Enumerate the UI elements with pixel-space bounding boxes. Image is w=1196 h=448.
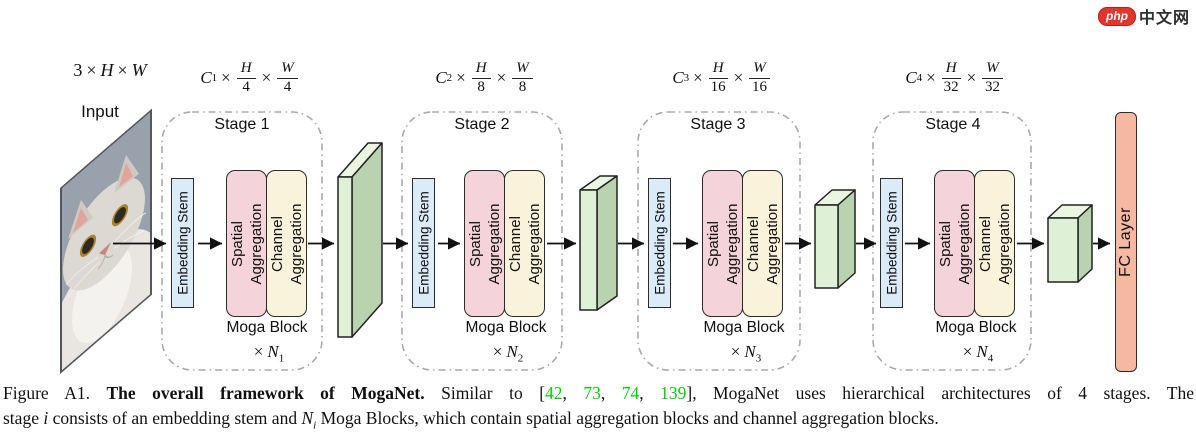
stage4-moga-block-label: Moga Block xyxy=(935,319,1017,336)
caption-citation-2: 73 xyxy=(583,383,601,403)
stage3-embedding-stem: Embedding Stem xyxy=(648,178,671,308)
stage3-repeat-count: ×N3 xyxy=(730,342,762,365)
stage4-repeat-count: ×N4 xyxy=(962,342,994,365)
php-logo-badge: php xyxy=(1097,6,1136,26)
stage2-moga-block-label: Moga Block xyxy=(465,319,547,336)
stage2-title: Stage 2 xyxy=(454,116,510,133)
input-label: Input xyxy=(81,102,119,121)
caption-line-2: stage i consists of an embedding stem an… xyxy=(3,408,939,432)
caption-citation-3: 74 xyxy=(621,383,640,403)
feature-map-4 xyxy=(1047,204,1093,283)
caption-citation-1: 42 xyxy=(545,383,563,403)
caption-bold-title: The overall framework of MogaNet. xyxy=(106,383,425,403)
caption-figure-label: Figure A1. xyxy=(3,383,107,403)
fc-layer: FC Layer xyxy=(1115,112,1137,372)
stage1-embedding-stem: Embedding Stem xyxy=(171,178,194,308)
input-dims-label: 3×H×W xyxy=(73,60,147,80)
stage4-title: Stage 4 xyxy=(925,116,981,133)
stage2-repeat-count: ×N2 xyxy=(492,342,524,365)
stage3-moga-block-label: Moga Block xyxy=(703,319,785,336)
feature-map-1 xyxy=(337,142,383,338)
stage3-title: Stage 3 xyxy=(690,116,746,133)
site-logo-text: 中文网 xyxy=(1138,10,1190,27)
stage1-moga-block-label: Moga Block xyxy=(226,319,308,336)
stage2-embedding-stem: Embedding Stem xyxy=(412,178,435,308)
feature-map-2 xyxy=(579,175,618,311)
caption-line-1: Figure A1. The overall framework of Moga… xyxy=(3,383,1195,403)
caption-citation-4: 139 xyxy=(660,383,687,403)
stage4-embedding-stem: Embedding Stem xyxy=(880,178,903,308)
stage1-title: Stage 1 xyxy=(214,116,270,133)
cat-photo xyxy=(62,112,150,371)
stage1-repeat-count: ×N1 xyxy=(253,342,285,365)
site-logo: php 中文网 xyxy=(1097,4,1190,28)
feature-map-3 xyxy=(814,189,856,289)
input-image xyxy=(60,108,152,374)
figure-caption: Figure A1. The overall framework of Moga… xyxy=(3,381,1194,439)
